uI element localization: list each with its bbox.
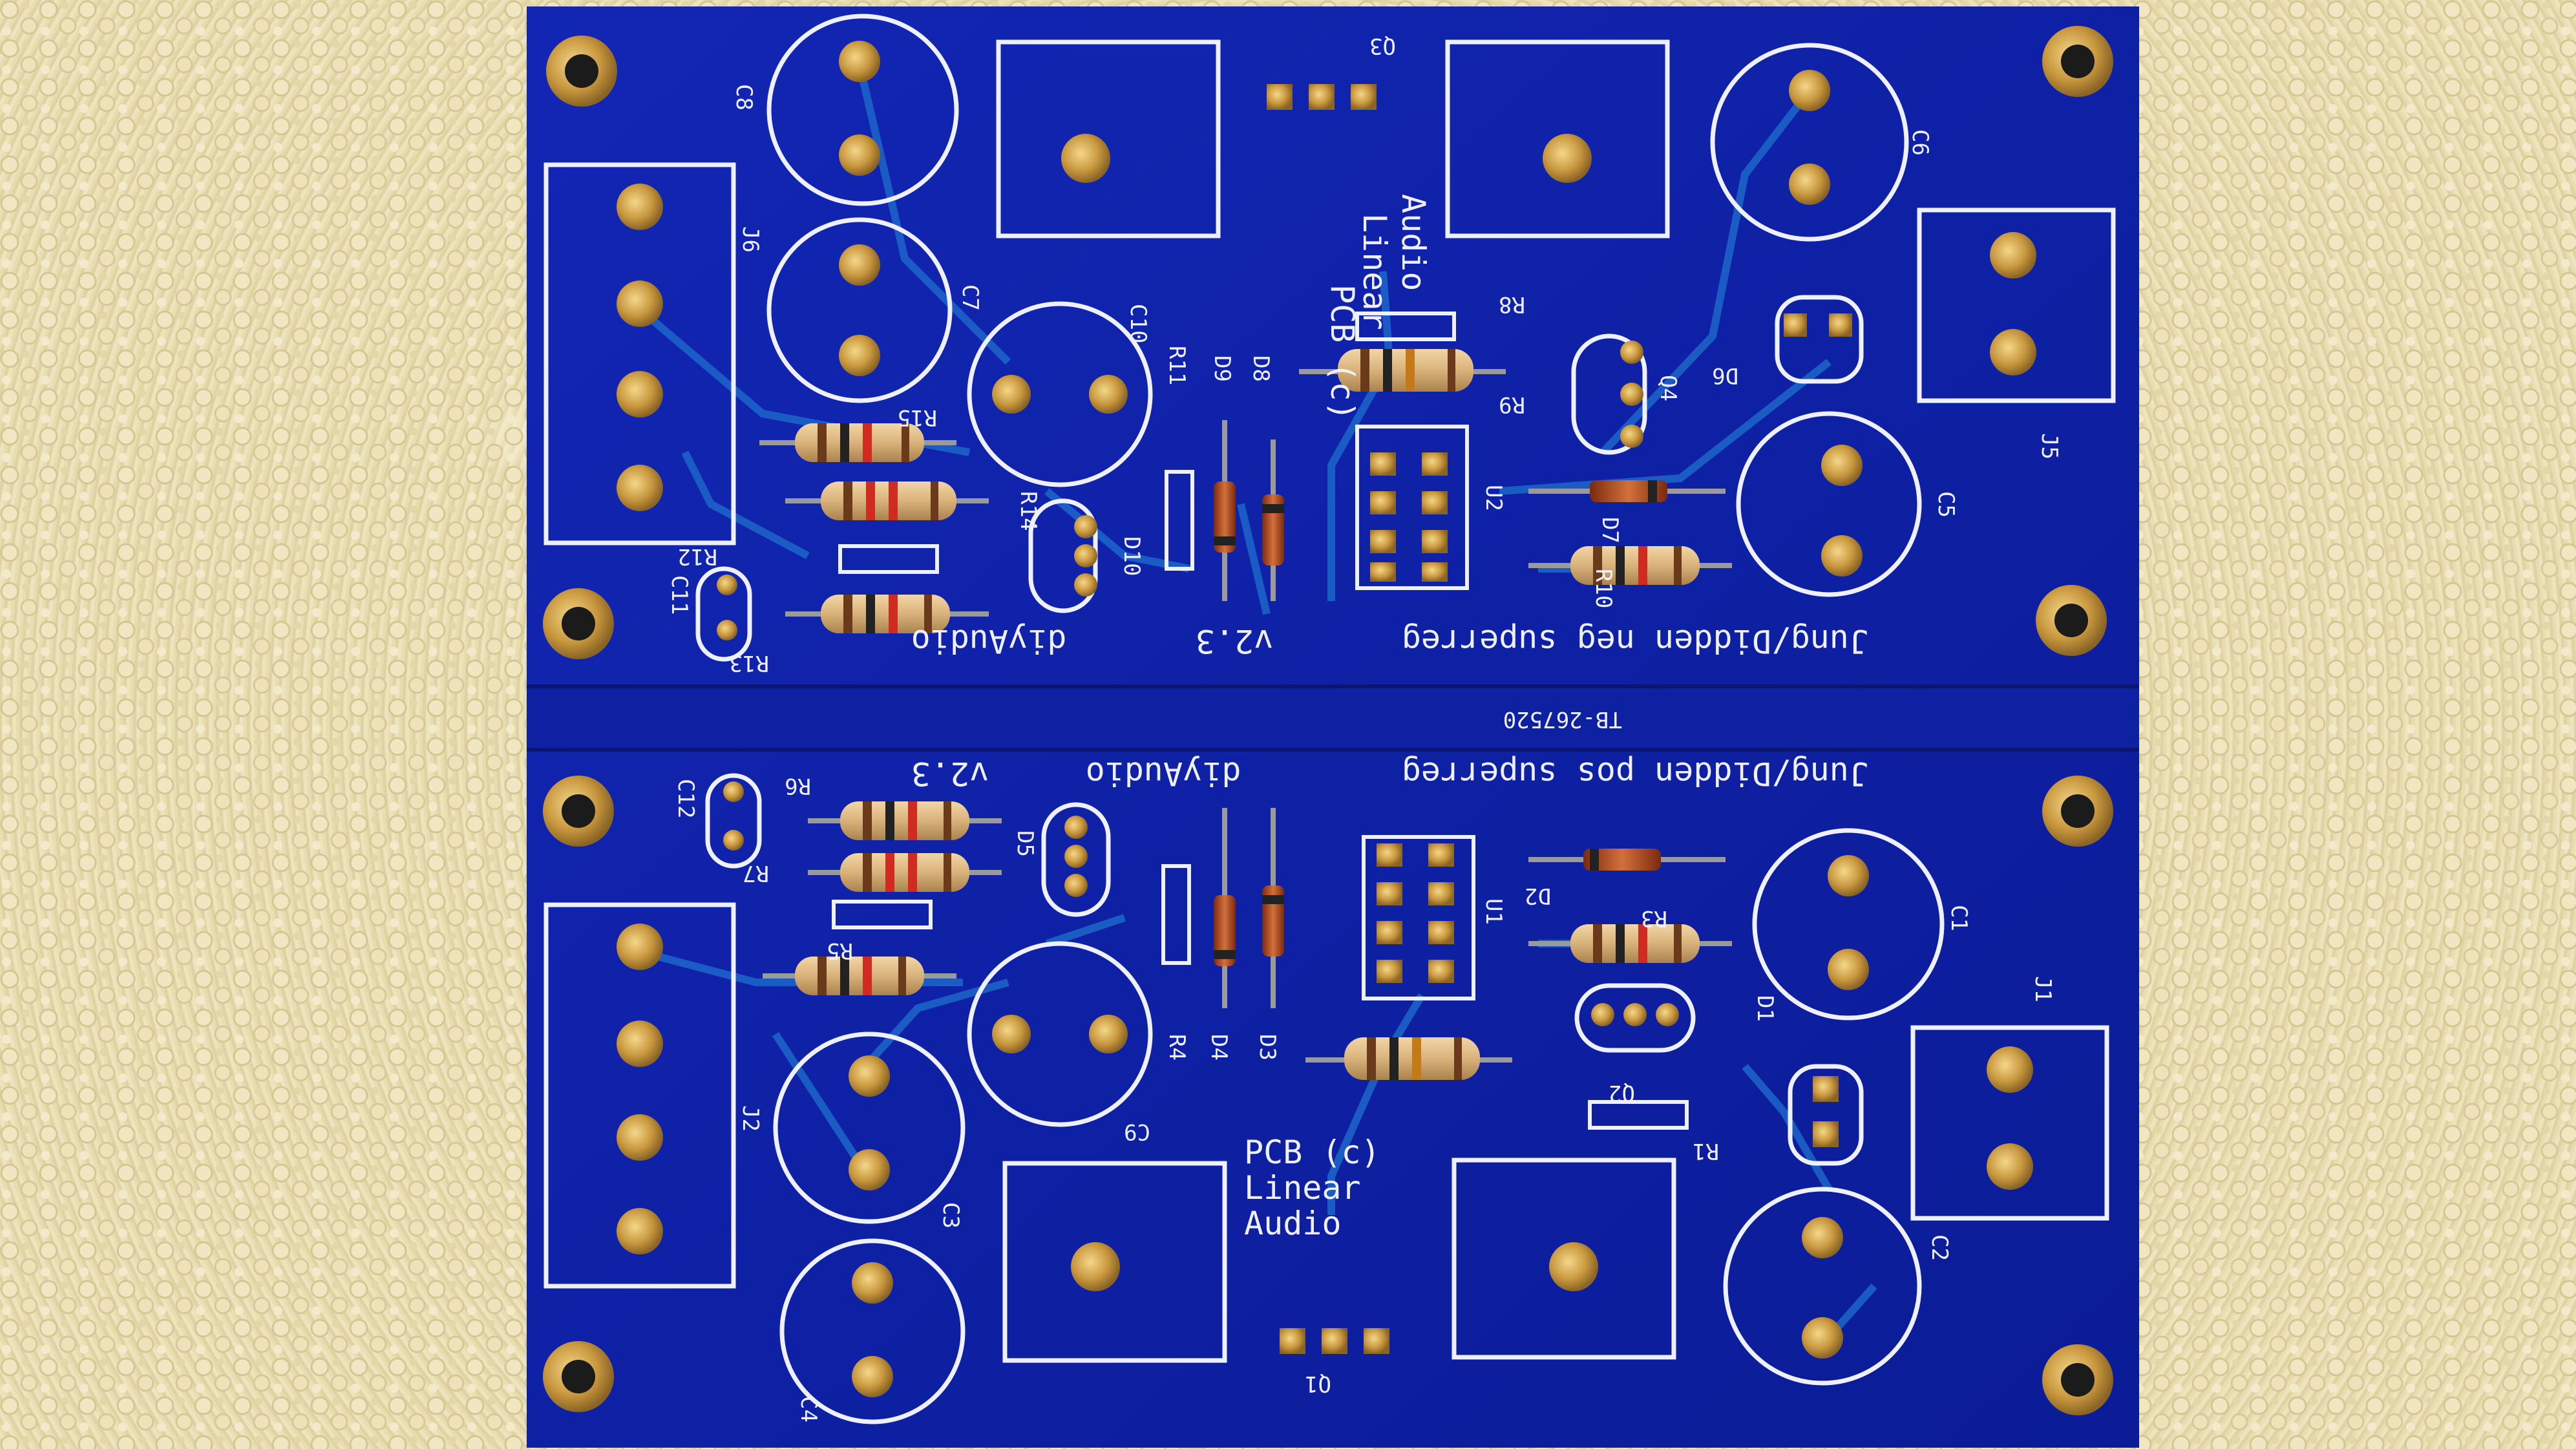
label-d4: D4 [1206, 1034, 1232, 1061]
label-d5: D5 [1012, 830, 1038, 857]
label-j2: J2 [737, 1105, 763, 1132]
label-d10: D10 [1119, 536, 1145, 576]
label-j6: J6 [737, 226, 763, 253]
bottom-board: Jung/Didden pos superreg v2.3 diyAudio P… [543, 755, 2113, 1424]
solder-pads [617, 41, 2036, 640]
label-d6: D6 [1712, 363, 1738, 388]
top-board-copyright-3: Audio [1395, 194, 1432, 291]
top-board-silkscreen: Jung/Didden neg superreg v2.3 diyAudio P… [911, 194, 1869, 660]
label-d8: D8 [1248, 355, 1274, 382]
label-r12: R12 [678, 544, 717, 569]
label-r5: R5 [827, 938, 853, 964]
label-r1: R1 [1693, 1138, 1719, 1164]
label-r4: R4 [1164, 1034, 1190, 1061]
label-r8: R8 [1499, 291, 1525, 317]
bottom-board-part-labels: C1 C2 C3 C4 C9 C12 J1 J2 Q1 Q2 R1 R3 R4 … [673, 773, 2056, 1423]
label-r15: R15 [898, 405, 937, 430]
label-c2: C2 [1927, 1234, 1952, 1261]
label-c11: C11 [666, 575, 692, 615]
label-d2: D2 [1525, 883, 1551, 909]
top-board-title: Jung/Didden neg superreg [1402, 622, 1868, 660]
solder-pads [617, 781, 2033, 1397]
label-r3: R3 [1641, 905, 1667, 931]
top-board-part-labels: C8 C7 C6 C5 C10 C11 J6 J5 Q3 Q4 R8 R9 R1… [666, 33, 2062, 676]
break-strip-code: TB-267520 [1503, 706, 1622, 732]
diodes-bottom [1214, 808, 1726, 1008]
label-r6: R6 [785, 773, 811, 799]
mounting-holes [543, 776, 2113, 1415]
capacitor-outlines [544, 14, 2116, 662]
label-c5: C5 [1933, 491, 1959, 518]
top-board-brand: diyAudio [911, 622, 1067, 660]
label-q1: Q1 [1305, 1371, 1331, 1397]
label-c6: C6 [1907, 129, 1933, 156]
label-q4: Q4 [1655, 375, 1681, 401]
resistors-top [759, 312, 1732, 633]
label-c12: C12 [673, 779, 699, 818]
label-q3: Q3 [1369, 33, 1396, 59]
label-j1: J1 [2030, 976, 2056, 1002]
capacitor-outlines [544, 773, 2109, 1424]
label-j5: J5 [2036, 433, 2062, 460]
top-board-version: v2.3 [1196, 622, 1273, 660]
label-u1: U1 [1481, 898, 1506, 925]
bottom-board-copyright-1: PCB (c) [1244, 1134, 1380, 1171]
mounting-holes [543, 26, 2113, 659]
top-board-copyright-1: PCB (c) [1324, 284, 1361, 421]
label-c8: C8 [731, 84, 757, 111]
label-d1: D1 [1752, 995, 1778, 1022]
resistors-bottom [763, 801, 1732, 1130]
bottom-board-version: v2.3 [911, 755, 989, 792]
label-d3: D3 [1254, 1034, 1280, 1061]
label-r9: R9 [1499, 392, 1525, 418]
label-d7: D7 [1597, 517, 1623, 544]
bottom-board-silkscreen: Jung/Didden pos superreg v2.3 diyAudio P… [911, 755, 1868, 1242]
label-c7: C7 [957, 284, 983, 311]
label-q2: Q2 [1609, 1080, 1635, 1106]
label-c10: C10 [1125, 304, 1151, 343]
label-c1: C1 [1946, 905, 1972, 931]
break-strip [527, 686, 2139, 750]
bottom-board-brand: diyAudio [1086, 755, 1241, 792]
label-r11: R11 [1164, 346, 1190, 385]
label-c3: C3 [938, 1202, 964, 1229]
label-u2: U2 [1481, 485, 1506, 511]
bottom-board-copyright-3: Audio [1244, 1205, 1342, 1242]
label-r10: R10 [1590, 569, 1616, 608]
ic-u1 [1362, 835, 1475, 1000]
top-board: Jung/Didden neg superreg v2.3 diyAudio P… [543, 14, 2116, 676]
label-r14: R14 [1015, 491, 1041, 531]
bottom-board-title: Jung/Didden pos superreg [1402, 755, 1868, 792]
label-d9: D9 [1209, 355, 1235, 382]
label-c9: C9 [1124, 1119, 1150, 1145]
bottom-board-copyright-2: Linear [1244, 1169, 1361, 1207]
label-r7: R7 [743, 860, 769, 886]
label-c4: C4 [796, 1396, 821, 1423]
top-board-copyright-2: Linear [1356, 213, 1393, 330]
diodes-top [1214, 420, 1726, 601]
label-r13: R13 [730, 650, 769, 676]
ic-u2 [1355, 425, 1469, 590]
